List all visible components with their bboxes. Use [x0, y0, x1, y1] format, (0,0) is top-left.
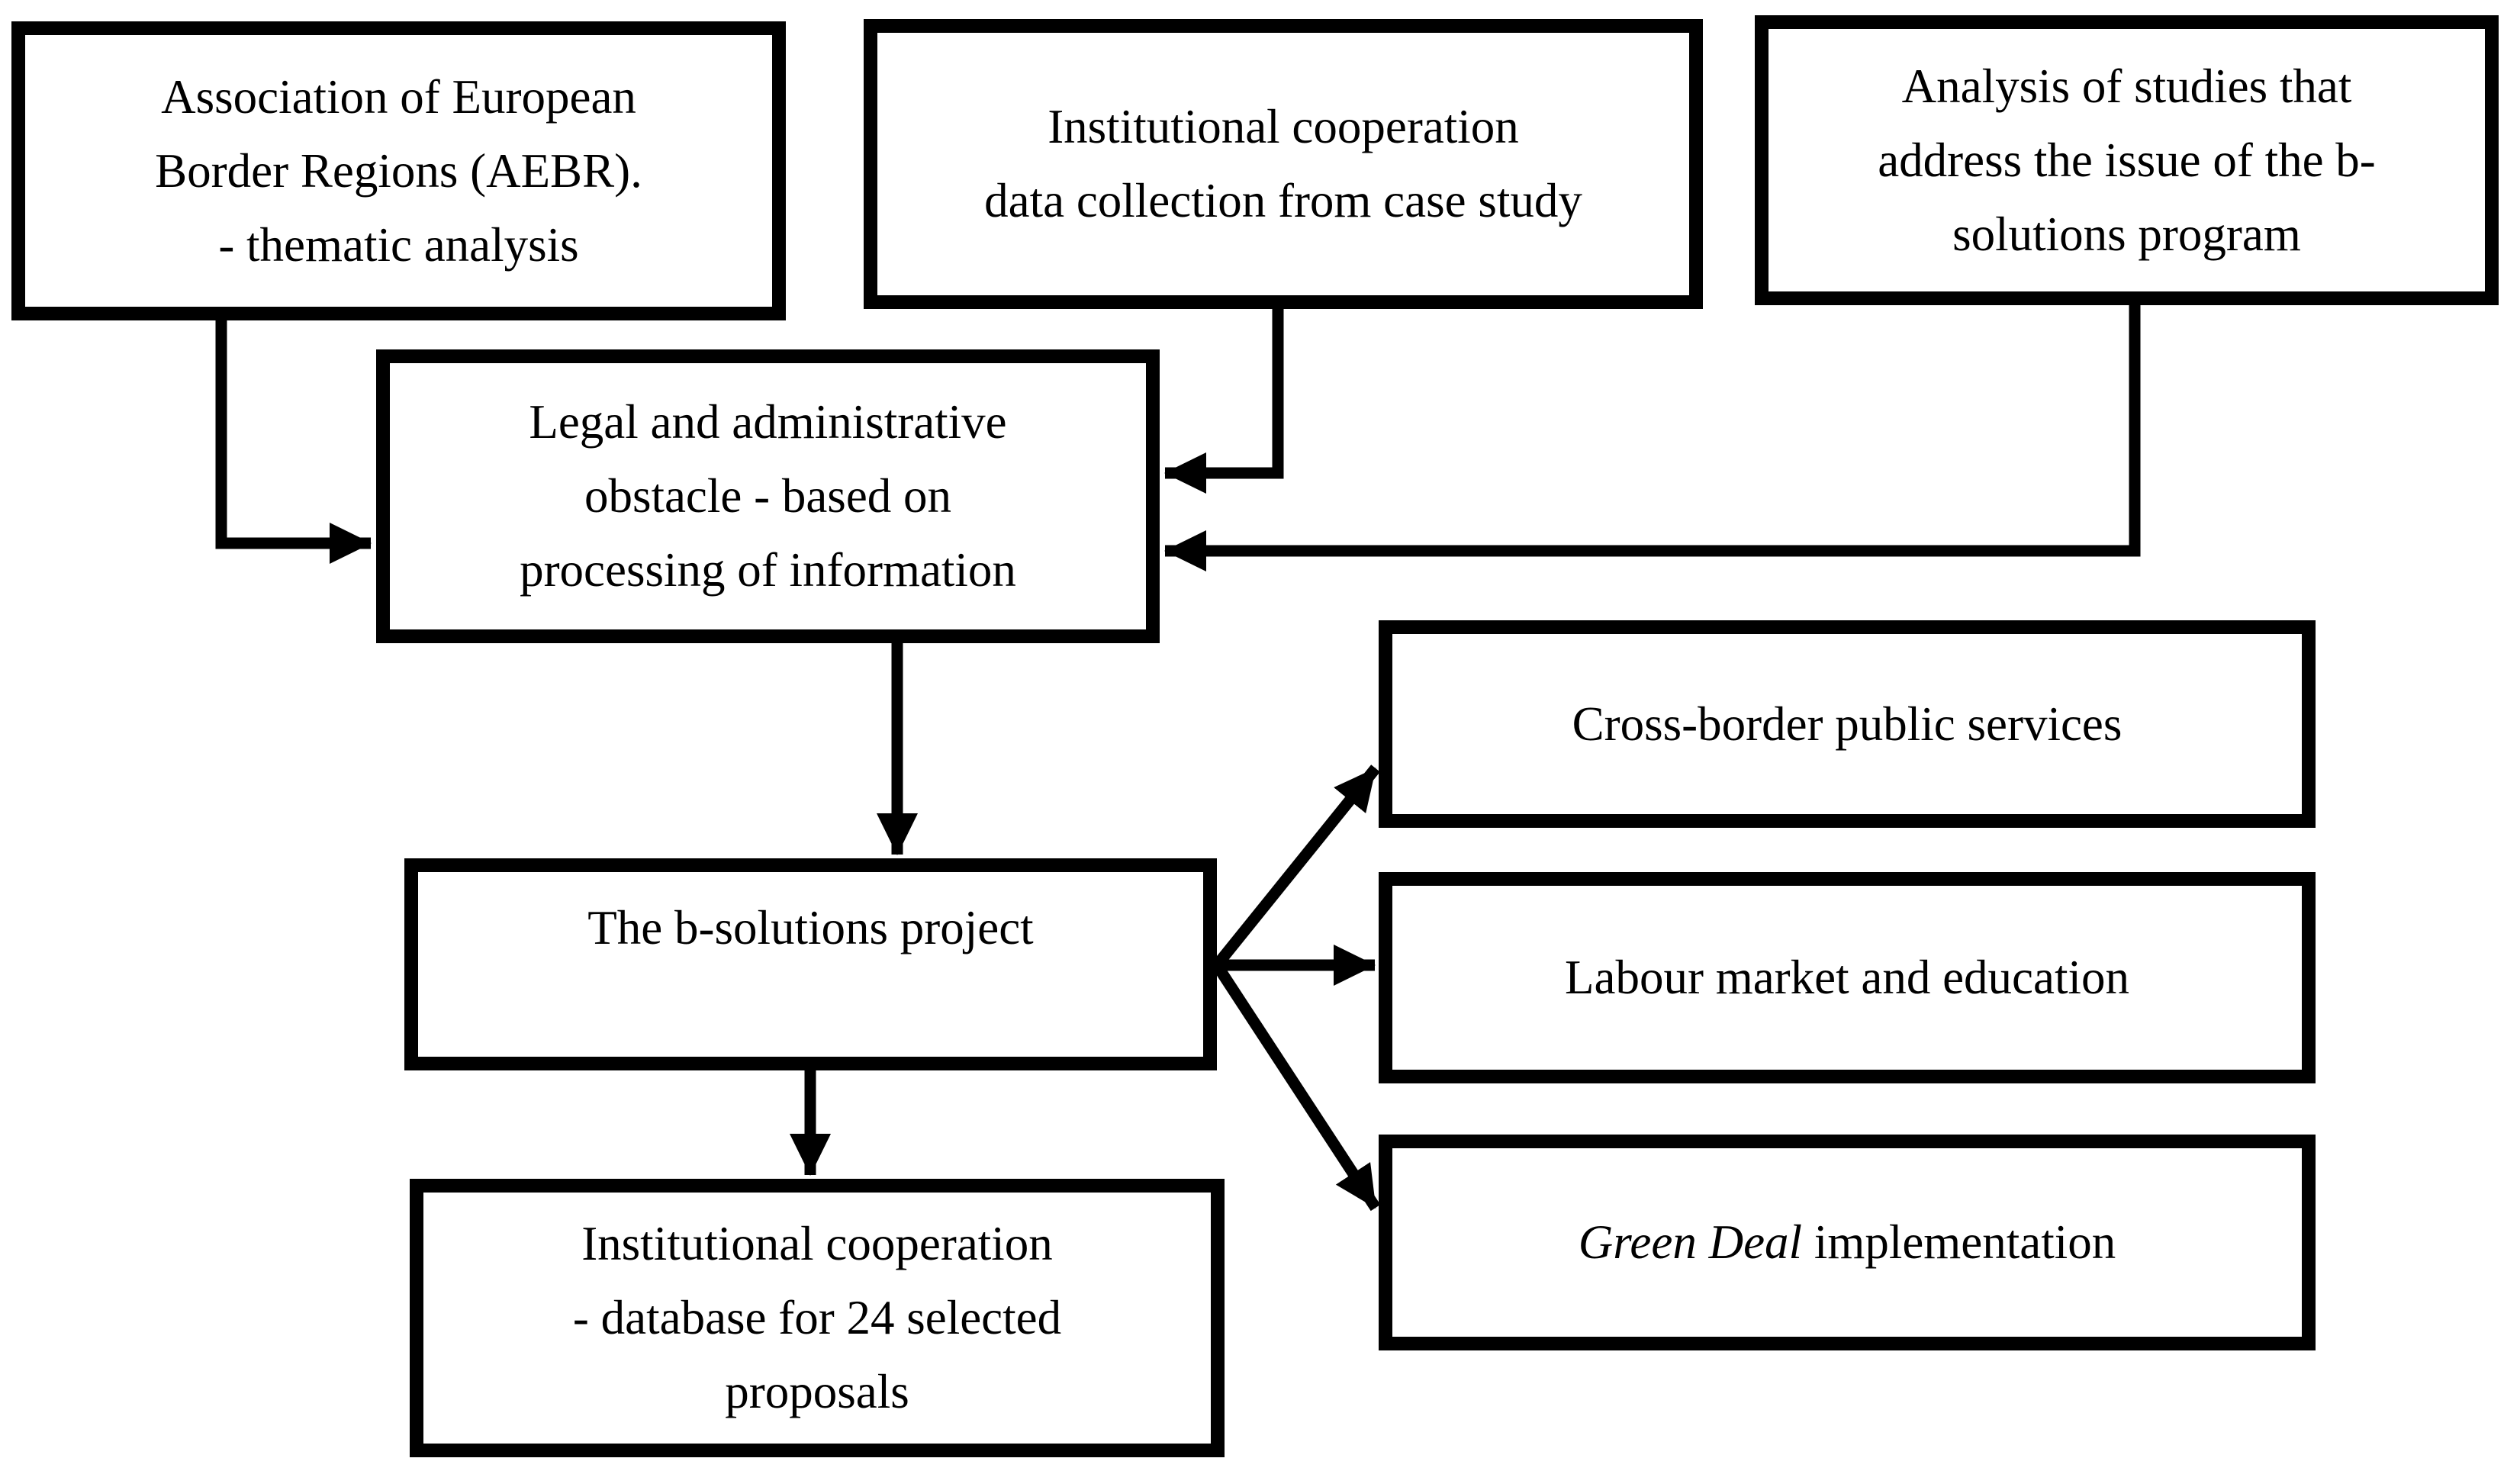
- node-green-deal-line-1: Green Deal implementation: [1579, 1205, 2116, 1279]
- node-labour-market: Labour market and education: [1379, 872, 2316, 1083]
- node-data-collection-line-2: data collection from case study: [984, 174, 1582, 227]
- node-legal-line-3: processing of information: [520, 543, 1016, 597]
- node-data-collection: Institutional cooperation data collectio…: [864, 19, 1703, 309]
- arrow-data-collection-to-legal: [1164, 305, 1284, 494]
- node-aebr-line-3: - thematic analysis: [218, 217, 579, 272]
- arrow-analysis-to-legal: [1164, 301, 2141, 571]
- green-deal-regular: implementation: [1802, 1215, 2116, 1269]
- node-analysis-line-1: Analysis of studies that: [1901, 59, 2352, 113]
- node-aebr-line-1: Association of European: [161, 69, 636, 124]
- node-analysis-line-3: solutions program: [1952, 207, 2301, 261]
- arrow-bsolutions-to-green-deal: [1212, 961, 1381, 1212]
- arrow-aebr-to-legal: [215, 317, 372, 564]
- node-legal-line-1: Legal and administrative: [529, 395, 1007, 449]
- node-labour-line-1: Labour market and education: [1565, 951, 2129, 1004]
- node-b-solutions-project: The b-solutions project: [404, 858, 1217, 1070]
- node-database-line-2: - database for 24 selected: [572, 1291, 1062, 1344]
- node-cross-border-services: Cross-border public services: [1379, 620, 2316, 828]
- node-b-solutions-line-1: The b-solutions project: [587, 901, 1034, 954]
- node-aebr-line-2: Border Regions (AEBR).: [155, 143, 642, 198]
- node-legal-line-2: obstacle - based on: [584, 469, 952, 523]
- node-database-proposals: Institutional cooperation - database for…: [410, 1179, 1225, 1457]
- node-aebr: Association of European Border Regions (…: [11, 21, 786, 320]
- node-database-line-3: proposals: [725, 1365, 909, 1418]
- node-legal-administrative-obstacle: Legal and administrative obstacle - base…: [376, 349, 1160, 643]
- node-green-deal: Green Deal implementation: [1379, 1135, 2316, 1350]
- node-analysis-line-2: address the issue of the b-: [1878, 133, 2376, 187]
- node-cross-border-line-1: Cross-border public services: [1572, 697, 2123, 751]
- green-deal-italic: Green Deal: [1578, 1215, 1803, 1269]
- node-database-line-1: Institutional cooperation: [581, 1217, 1053, 1270]
- arrow-bsolutions-to-cross-border: [1212, 764, 1380, 969]
- node-data-collection-line-1: Institutional cooperation: [1048, 100, 1519, 153]
- node-analysis-of-studies: Analysis of studies that address the iss…: [1755, 15, 2499, 305]
